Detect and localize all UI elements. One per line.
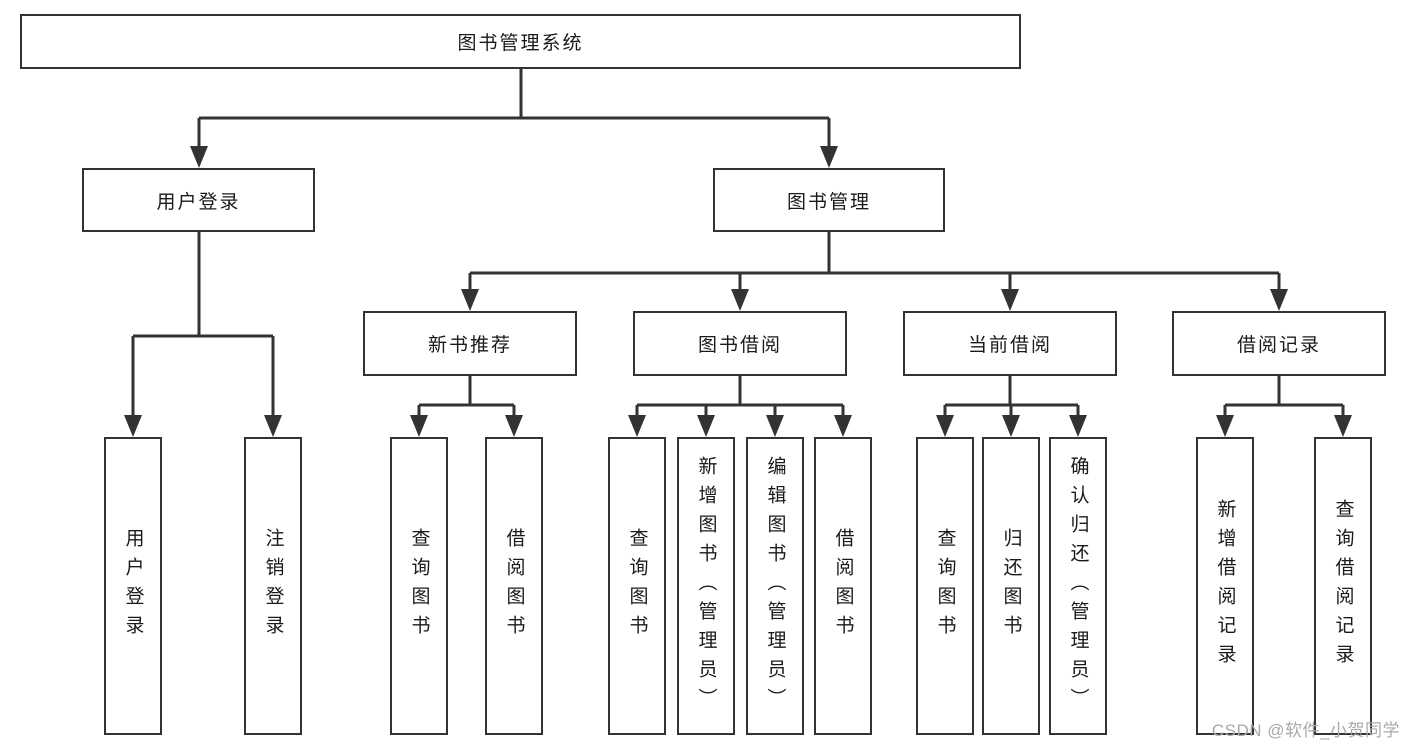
node-book-management: 图书管理 (713, 168, 945, 232)
leaf-query-books-recommend: 查询图书 (390, 437, 448, 735)
node-book-borrowing: 图书借阅 (633, 311, 847, 376)
connector-borrowing-records (1216, 376, 1352, 437)
leaf-user-login: 用户登录 (104, 437, 162, 735)
csdn-watermark: CSDN @软件_小贺同学 (1211, 721, 1400, 740)
connector-user-login (124, 232, 282, 437)
node-borrowing-records: 借阅记录 (1172, 311, 1386, 376)
node-library-management-system: 图书管理系统 (20, 14, 1021, 69)
connector-root (190, 66, 838, 168)
node-current-borrowing: 当前借阅 (903, 311, 1117, 376)
connector-current-borrowing (936, 376, 1087, 437)
leaf-query-books-borrowing: 查询图书 (608, 437, 666, 735)
leaf-query-books-current: 查询图书 (916, 437, 974, 735)
node-user-login: 用户登录 (82, 168, 315, 232)
connector-book-borrowing (628, 376, 852, 437)
leaf-add-books-admin: 新增图书（管理员） (677, 437, 735, 735)
leaf-edit-books-admin: 编辑图书（管理员） (746, 437, 804, 735)
connector-book-management (461, 232, 1288, 311)
leaf-confirm-return-admin: 确认归还（管理员） (1049, 437, 1107, 735)
leaf-logout: 注销登录 (244, 437, 302, 735)
leaf-add-borrow-record: 新增借阅记录 (1196, 437, 1254, 735)
leaf-borrow-books-recommend: 借阅图书 (485, 437, 543, 735)
leaf-return-books: 归还图书 (982, 437, 1040, 735)
leaf-borrow-books-borrowing: 借阅图书 (814, 437, 872, 735)
leaf-query-borrow-record: 查询借阅记录 (1314, 437, 1372, 735)
node-new-book-recommendation: 新书推荐 (363, 311, 577, 376)
connector-new-book-recommendation (410, 376, 523, 437)
